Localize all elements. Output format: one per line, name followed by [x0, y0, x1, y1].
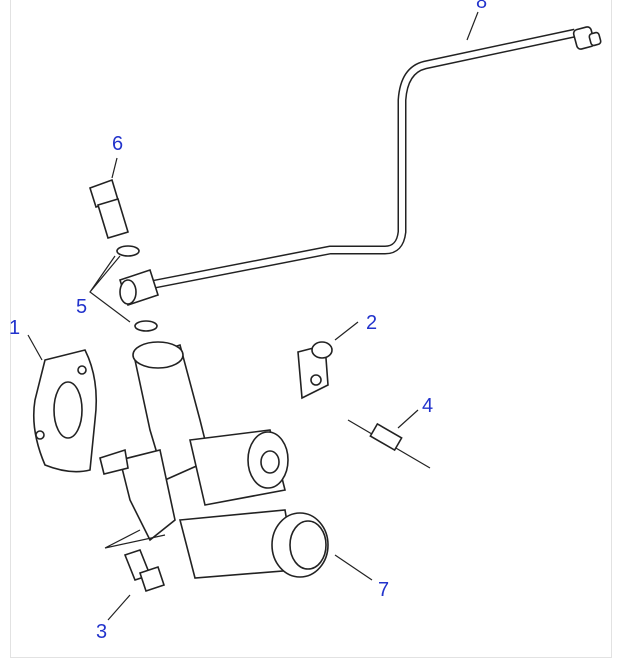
pump-body-part: [99, 341, 329, 579]
callout-3: 3: [96, 621, 108, 643]
callout-4: 4: [422, 395, 434, 417]
fuel-tube-part: [118, 26, 602, 307]
washer-lower: [134, 320, 158, 332]
leader-line-1: [27, 334, 43, 361]
leader-line-6: [111, 157, 118, 179]
leader-line-8: [466, 11, 479, 41]
gasket-part: [32, 349, 98, 473]
callout-6: 6: [112, 133, 124, 155]
leader-line-5: [89, 255, 131, 323]
callout-8: 8: [476, 0, 488, 13]
callout-7: 7: [378, 579, 390, 601]
leader-line-3: [104, 529, 166, 621]
sensor-stud-part: [347, 419, 431, 469]
callout-1: 1: [9, 317, 21, 339]
banjo-bolt-part: [89, 178, 129, 239]
callout-5: 5: [76, 296, 88, 318]
washer-upper: [116, 245, 140, 257]
leader-line-7: [334, 554, 373, 581]
parts-diagram: [27, 11, 602, 621]
bolt-part: [123, 549, 166, 593]
leader-line-2: [334, 321, 359, 341]
callout-2: 2: [366, 312, 378, 334]
leader-line-4: [397, 409, 419, 429]
clip-part: [297, 341, 333, 400]
